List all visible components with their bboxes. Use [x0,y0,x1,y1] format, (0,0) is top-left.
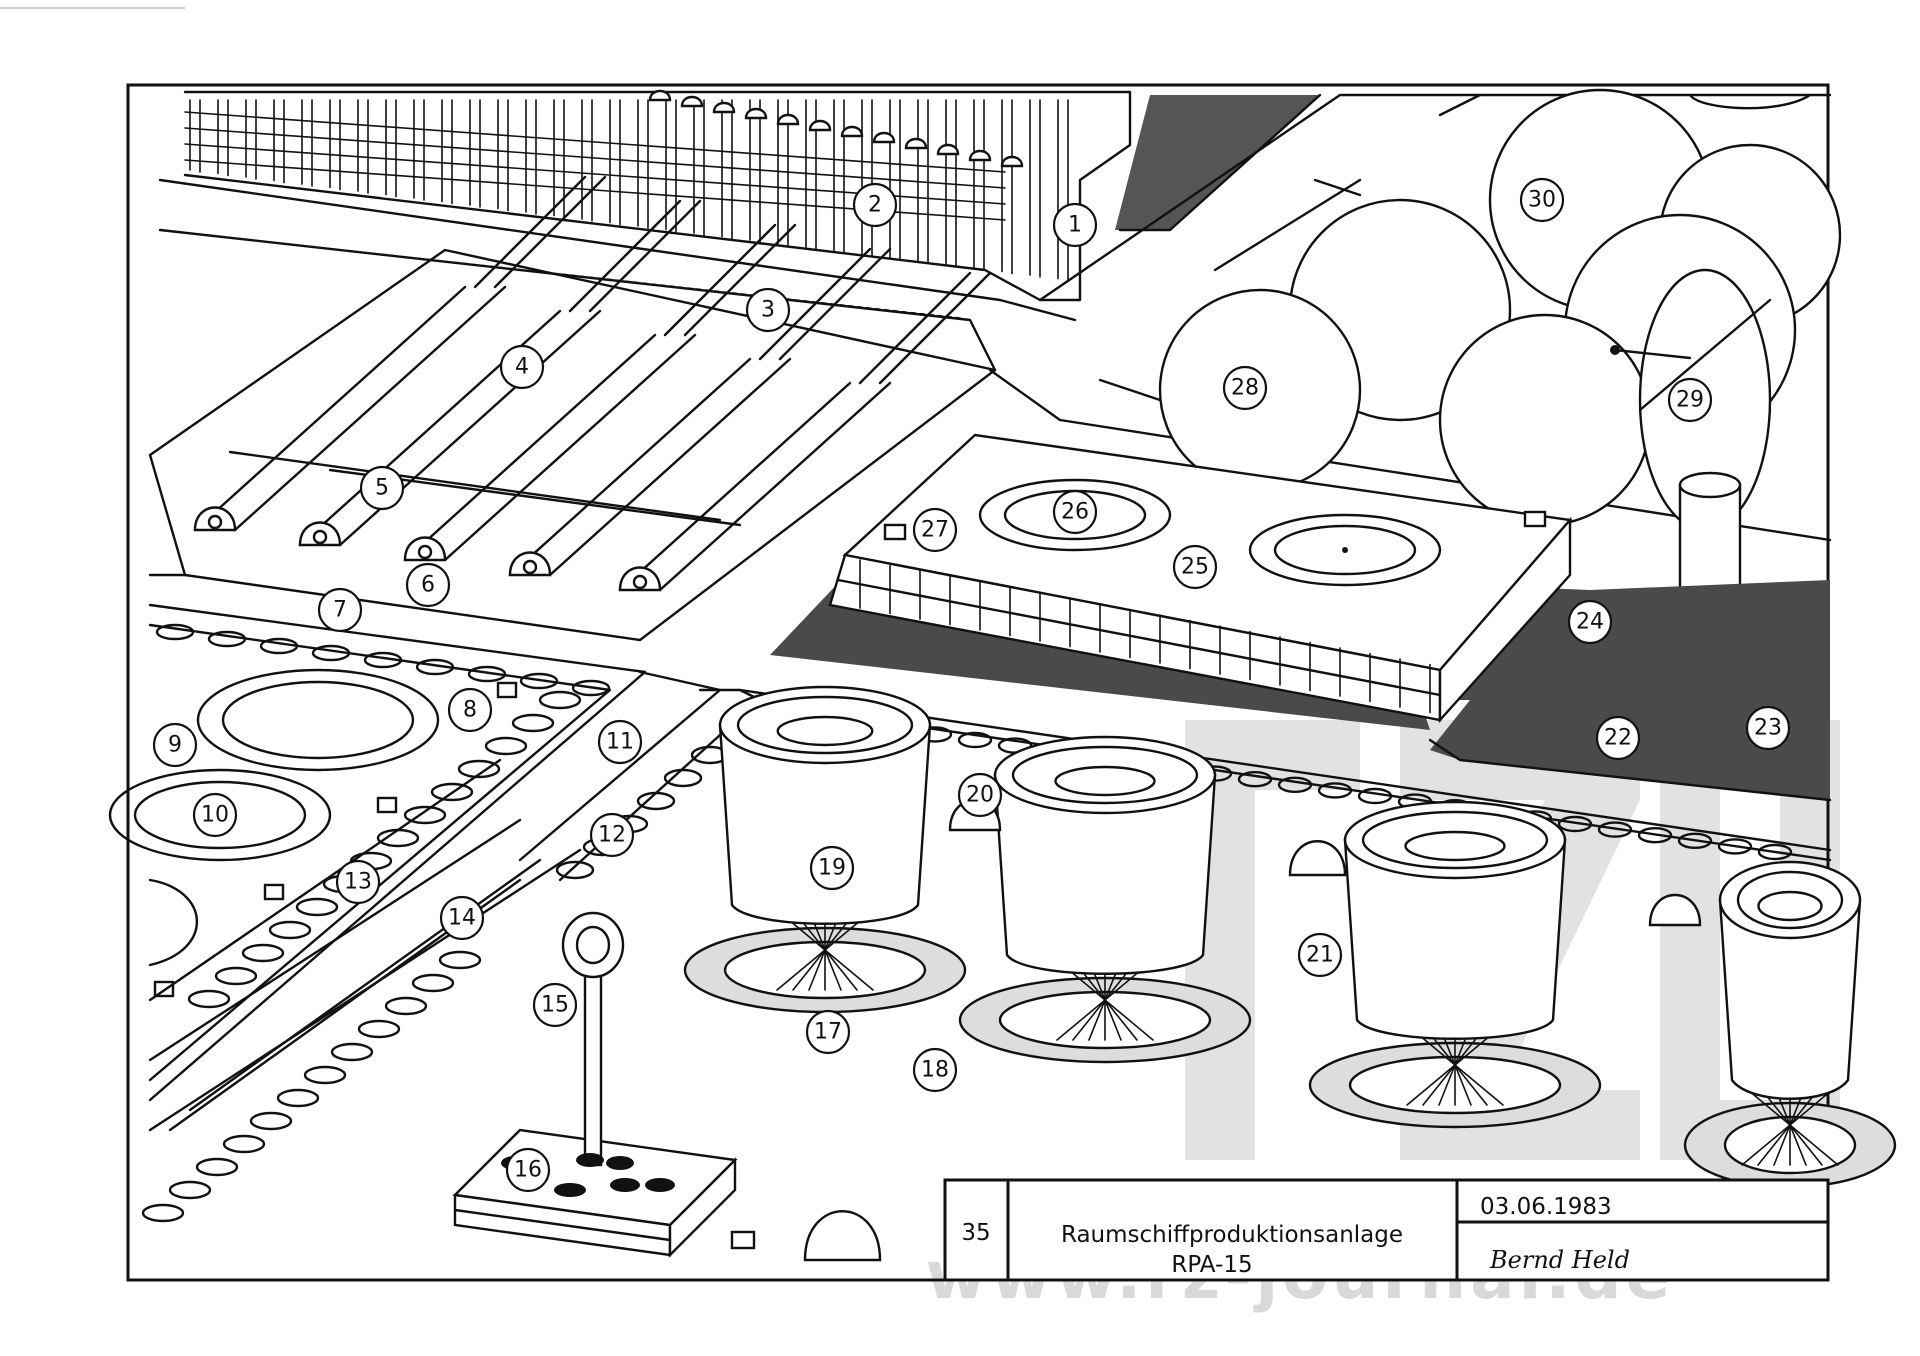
callout-label: 12 [598,823,626,848]
callout-19: 19 [809,845,855,891]
callout-label: 9 [168,733,182,758]
callout-label: 3 [761,298,775,323]
callout-label: 16 [514,1158,542,1183]
sheet-number: 35 [961,1220,990,1246]
callout-24: 24 [1567,599,1613,645]
callout-21: 21 [1297,932,1343,978]
callout-label: 10 [201,803,229,828]
callout-10: 10 [192,792,238,838]
callout-20: 20 [957,772,1003,818]
callout-label: 13 [344,870,372,895]
callout-4: 4 [499,344,545,390]
callout-label: 21 [1306,943,1334,968]
callout-label: 26 [1061,500,1089,525]
callout-3: 3 [745,287,791,333]
callout-label: 18 [921,1058,949,1083]
callout-label: 28 [1231,376,1259,401]
callout-2: 2 [852,182,898,228]
callout-label: 11 [606,730,634,755]
tower-tanks [683,685,1897,1189]
callout-28: 28 [1222,365,1268,411]
callout-label: 24 [1576,610,1604,635]
callout-label: 4 [515,355,529,380]
callout-label: 29 [1676,388,1704,413]
callout-label: 20 [966,783,994,808]
drawing-title: Raumschiffproduktionsanlage [1061,1222,1403,1248]
title-block: 35 Raumschiffproduktionsanlage RPA-15 03… [943,1178,1830,1282]
callout-9: 9 [152,722,198,768]
callout-label: 1 [1068,213,1082,238]
callout-26: 26 [1052,489,1098,535]
callout-label: 17 [814,1020,842,1045]
callout-label: 2 [868,193,882,218]
callout-11: 11 [597,719,643,765]
callout-12: 12 [589,812,635,858]
callout-label: 30 [1528,188,1556,213]
callout-27: 27 [912,507,958,553]
callout-label: 19 [818,856,846,881]
callout-30: 30 [1519,177,1565,223]
signature: Bernd Held [1489,1246,1630,1274]
callout-label: 8 [463,698,477,723]
callout-label: 25 [1181,555,1209,580]
callout-29: 29 [1667,377,1713,423]
callout-13: 13 [335,859,381,905]
drawing-date: 03.06.1983 [1480,1194,1612,1220]
callout-label: 14 [448,906,476,931]
drawing-code: RPA-15 [1171,1252,1252,1278]
callout-label: 15 [541,993,569,1018]
callout-label: 23 [1754,716,1782,741]
callout-17: 17 [805,1009,851,1055]
storage-domes [988,88,1842,692]
callout-25: 25 [1172,544,1218,590]
callout-label: 7 [333,598,347,623]
callout-label: 6 [421,573,435,598]
callout-8: 8 [447,687,493,733]
callout-1: 1 [1052,202,1098,248]
callout-label: 22 [1604,726,1632,751]
callout-15: 15 [532,982,578,1028]
callout-label: 5 [375,476,389,501]
callout-14: 14 [439,895,485,941]
callout-label: 27 [921,518,949,543]
callout-18: 18 [912,1047,958,1093]
callout-7: 7 [317,587,363,633]
callout-22: 22 [1595,715,1641,761]
callout-6: 6 [405,562,451,608]
callout-16: 16 [505,1147,551,1193]
callout-23: 23 [1745,705,1791,751]
pipe-field [148,175,997,642]
callout-5: 5 [359,465,405,511]
